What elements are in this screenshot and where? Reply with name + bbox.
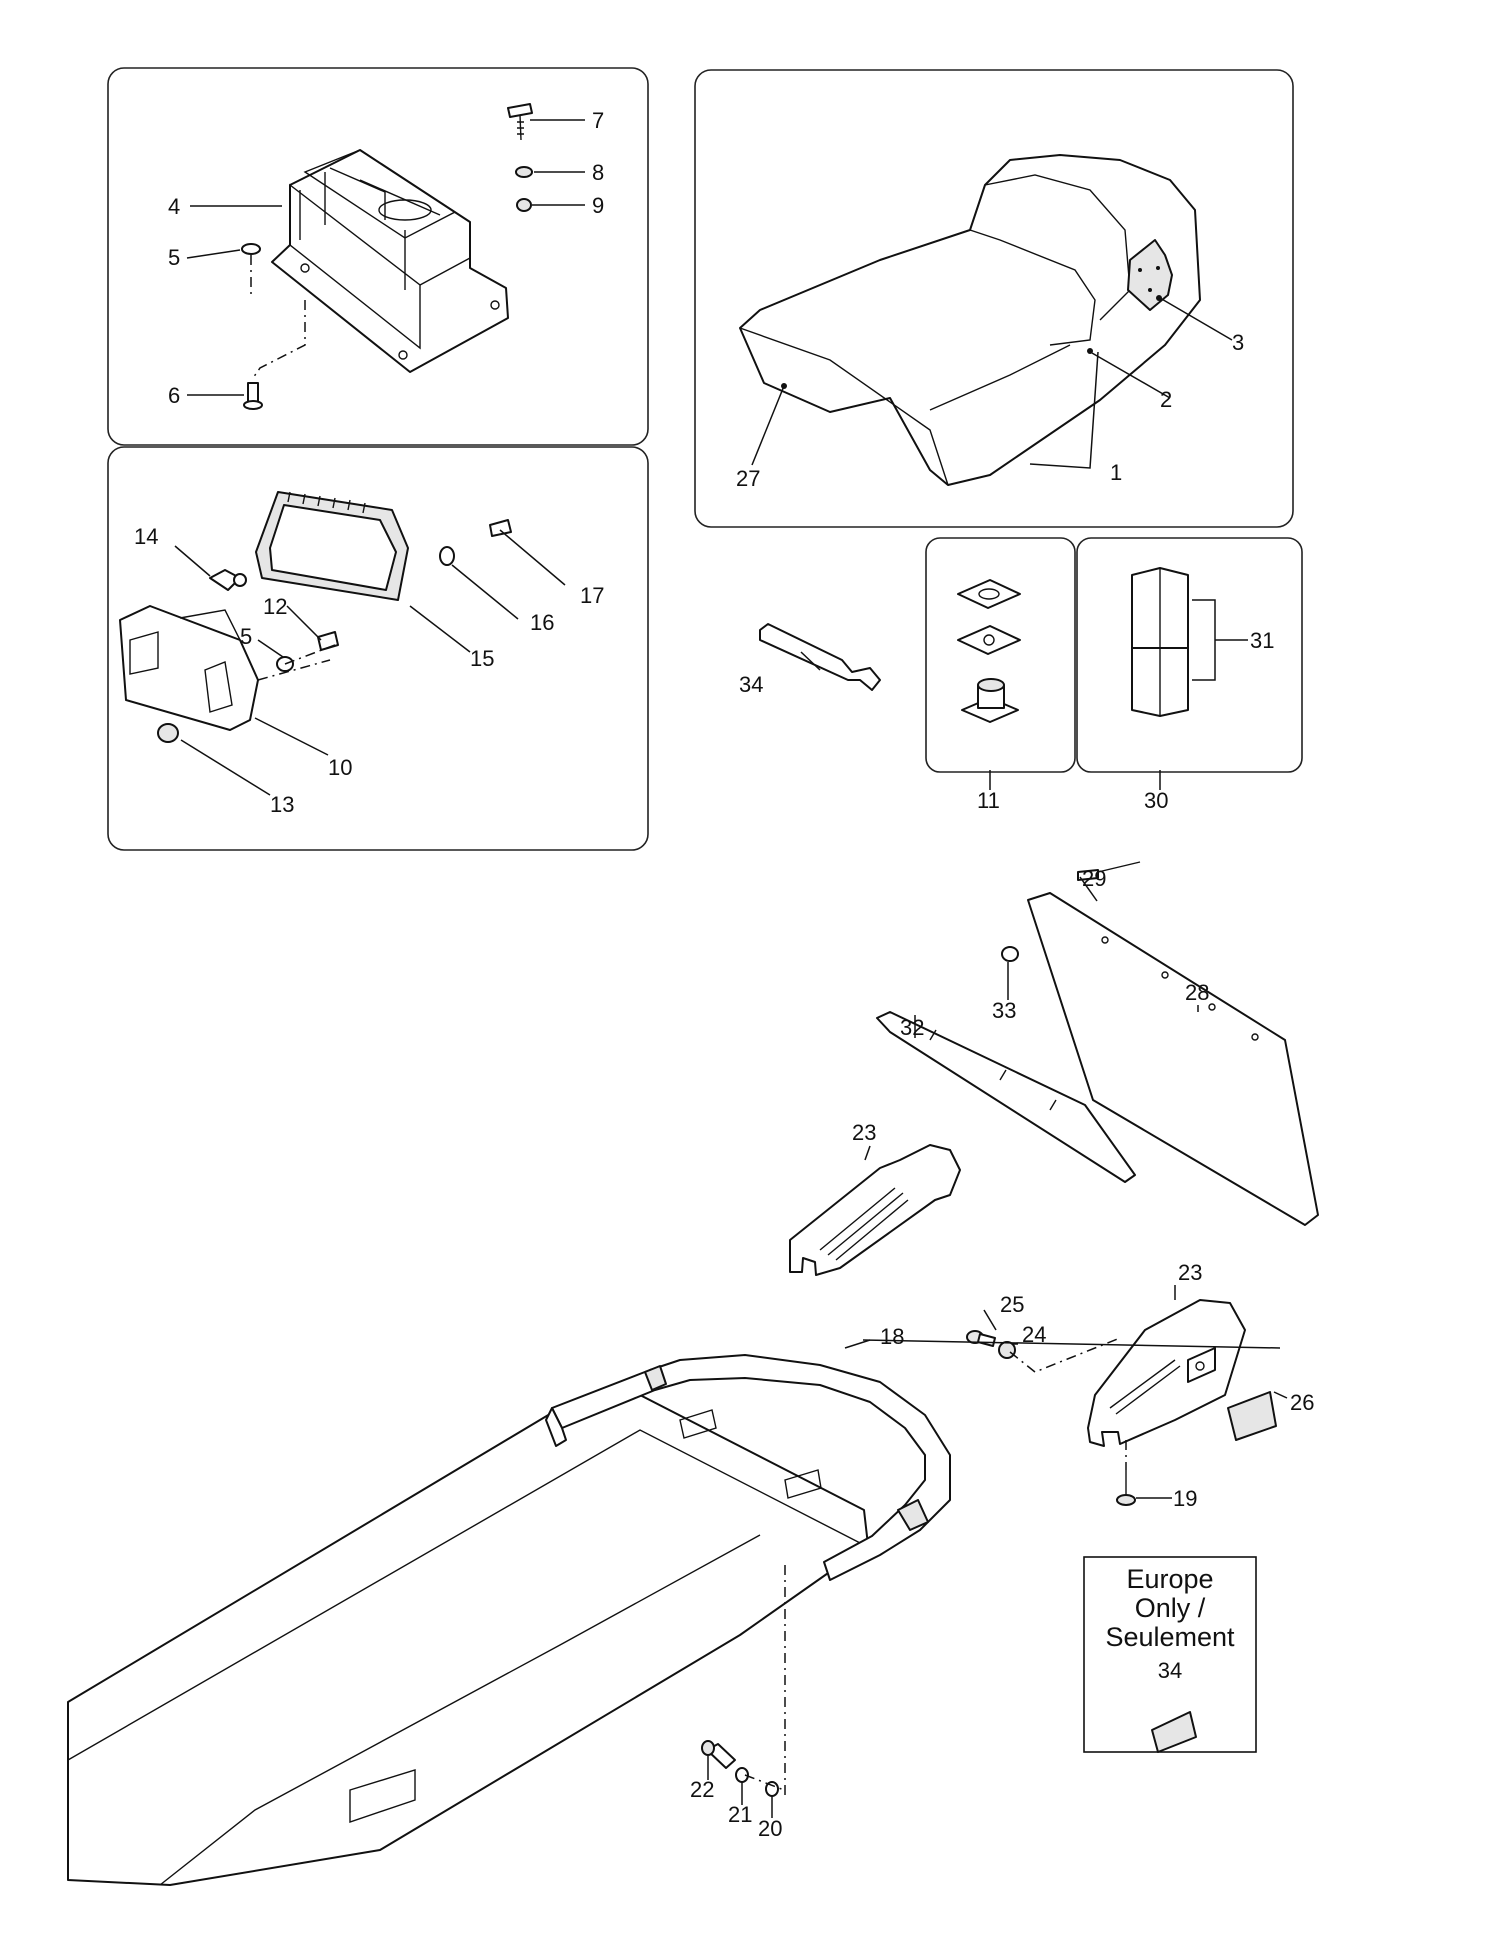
seat-point-3 (1156, 295, 1162, 301)
screw-6 (243, 382, 263, 410)
washer-16 (439, 546, 455, 566)
callout-30: 30 (1144, 788, 1168, 813)
reflector-34 (1151, 1711, 1197, 1753)
panel-seat (694, 69, 1294, 528)
europe-line-3: Seulement (1105, 1622, 1235, 1652)
panel-seat-latch (925, 537, 1076, 773)
callout-10: 10 (328, 755, 352, 780)
rivet-29 (1077, 861, 1141, 881)
callout-20: 20 (758, 1816, 782, 1841)
callout-23b: 23 (1178, 1260, 1202, 1285)
panel-seat-foam (1076, 537, 1303, 773)
callout-11: 11 (977, 788, 1000, 813)
callout-12: 12 (263, 594, 287, 619)
callout-13: 13 (270, 792, 294, 817)
panel-taillight (107, 446, 649, 851)
strap-bolt (507, 103, 533, 141)
callout-8: 8 (592, 160, 604, 185)
taillight-housing (119, 605, 259, 731)
callout-17: 17 (580, 583, 604, 608)
callout-4: 4 (168, 194, 180, 219)
callout-34: 34 (739, 672, 763, 697)
flap-strip-32 (876, 1011, 1136, 1183)
callout-7: 7 (592, 108, 604, 133)
callout-27: 27 (736, 466, 760, 491)
callout-26: 26 (1290, 1390, 1314, 1415)
washer-33 (1001, 946, 1019, 962)
callout-24: 24 (1022, 1322, 1046, 1347)
mud-flap (1027, 892, 1319, 1226)
callout-5b: 5 (240, 624, 252, 649)
latch-post (961, 678, 1019, 723)
callout-25: 25 (1000, 1292, 1024, 1317)
reflector-26 (1227, 1391, 1277, 1441)
screw-25 (966, 1330, 996, 1347)
europe-line-1: Europe (1126, 1564, 1213, 1594)
panel-battery-box (107, 67, 649, 446)
callout-19: 19 (1173, 1486, 1197, 1511)
latch-plate-mid (957, 625, 1021, 655)
callout-3: 3 (1232, 330, 1244, 355)
callout-6: 6 (168, 383, 180, 408)
callout-21: 21 (728, 1802, 752, 1827)
callout-1: 1 (1110, 460, 1122, 485)
side-trim-lower (1087, 1299, 1246, 1447)
leader-lines (174, 119, 1288, 1818)
taillight-lens (255, 491, 409, 601)
callout-33: 33 (992, 998, 1016, 1023)
rear-bumper-18 (545, 1354, 951, 1581)
screw-19 (1116, 1470, 1136, 1506)
latch-plate-top (957, 579, 1021, 609)
screw-17 (489, 519, 512, 537)
callout-28: 28 (1185, 980, 1209, 1005)
callout-2: 2 (1160, 387, 1172, 412)
europe-line-2: Only / (1135, 1593, 1206, 1623)
callout-31: 31 (1250, 628, 1274, 653)
callout-9: 9 (592, 193, 604, 218)
bolt-22 (701, 1740, 736, 1769)
side-trim-upper (789, 1144, 961, 1276)
callout-23: 23 (852, 1120, 876, 1145)
spanner-wrench (759, 623, 881, 691)
callout-34b: 34 (1158, 1658, 1182, 1683)
callout-29: 29 (1082, 866, 1106, 891)
callout-14: 14 (134, 524, 158, 549)
nut-13 (157, 723, 179, 743)
callout-15: 15 (470, 646, 494, 671)
nut-24 (998, 1341, 1016, 1359)
washer-5 (241, 243, 261, 255)
callout-5: 5 (168, 245, 180, 270)
callout-16: 16 (530, 610, 554, 635)
foam-blocks (1131, 567, 1189, 717)
callout-22: 22 (690, 1777, 714, 1802)
seat (739, 154, 1201, 486)
battery-box (271, 149, 509, 373)
callout-18: 18 (880, 1324, 904, 1349)
seat-point-2 (1087, 348, 1093, 354)
callout-numbers: 1 2 3 4 5 5 6 7 8 9 10 11 12 13 14 15 16… (134, 108, 1314, 1841)
nut-9 (516, 198, 532, 212)
washer-8 (515, 166, 533, 178)
europe-only-box: Europe Only / Seulement 34 (1083, 1556, 1257, 1753)
callout-32: 32 (900, 1015, 924, 1040)
bulb-14 (209, 569, 247, 591)
